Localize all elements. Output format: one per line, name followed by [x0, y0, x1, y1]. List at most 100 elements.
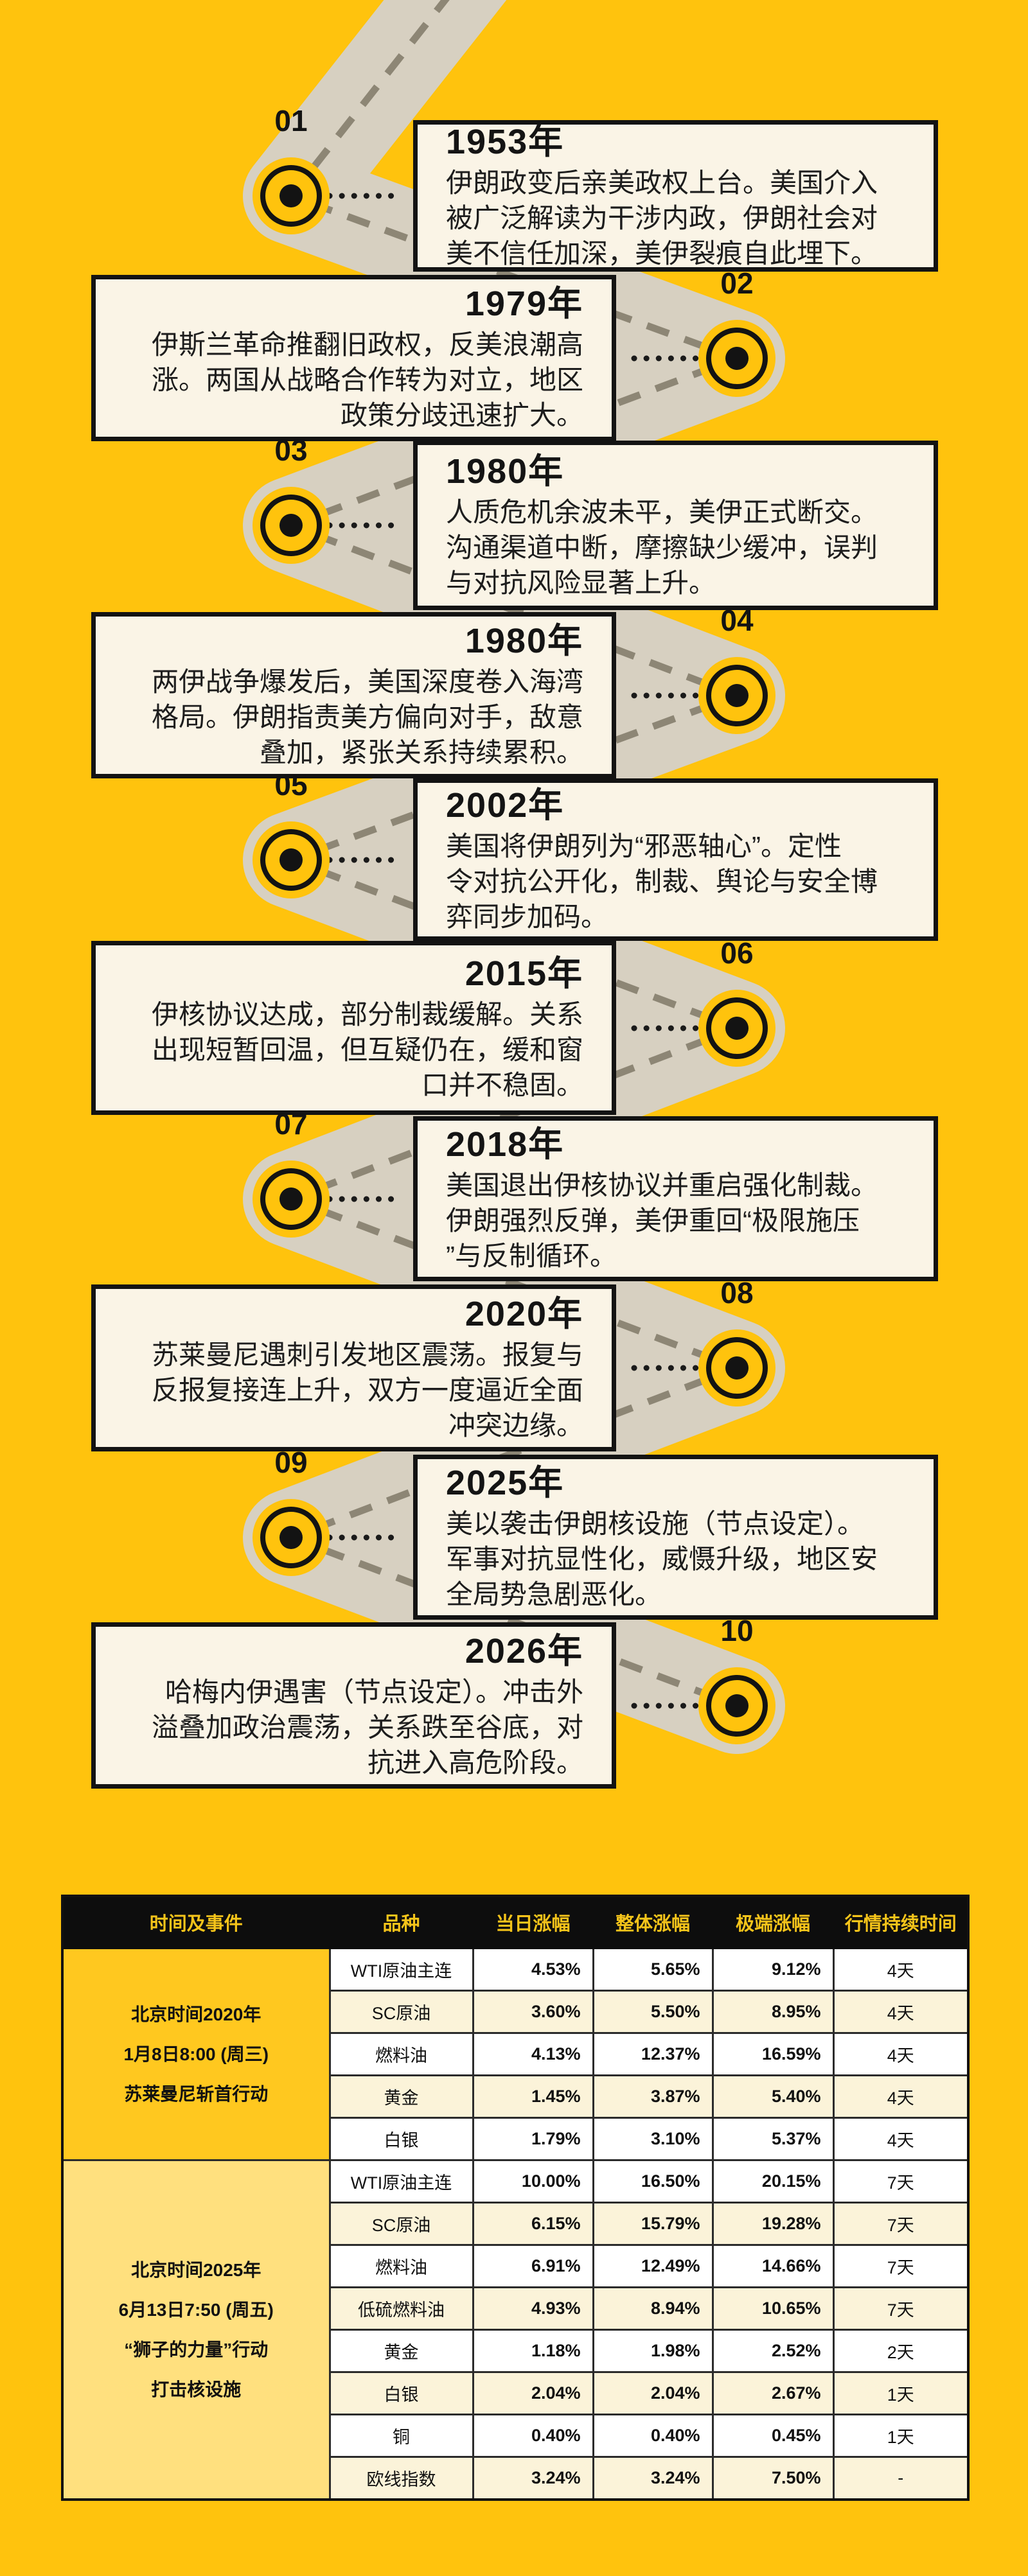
product-cell: SC原油	[328, 1990, 474, 2034]
product-cell: 白银	[328, 2117, 474, 2161]
node-halo	[253, 157, 330, 234]
product-cell: SC原油	[328, 2202, 474, 2246]
product-cell: 欧线指数	[328, 2456, 474, 2501]
column-header: 当日涨幅	[472, 1895, 594, 1949]
node-number: 01	[274, 104, 308, 137]
product-cell: 黄金	[328, 2329, 474, 2373]
column-header: 品种	[328, 1895, 474, 1949]
node-number: 05	[274, 768, 308, 802]
overall-change-cell: 15.79%	[592, 2202, 714, 2246]
node-halo	[698, 1667, 775, 1744]
overall-change-cell: 5.65%	[592, 1947, 714, 1992]
product-cell: 白银	[328, 2371, 474, 2415]
node-ring-icon	[706, 328, 768, 389]
node-dot-icon	[725, 347, 749, 370]
event-description: 伊斯兰革命推翻旧政权，反美浪潮高 涨。两国从战略合作转为对立，地区 政策分歧迅速…	[151, 329, 583, 430]
event-year: 2018年	[446, 1125, 565, 1164]
event-description: 哈梅内伊遇害（节点设定）。冲击外 溢叠加政治震荡，关系跌至谷底，对 抗进入高危阶…	[151, 1677, 583, 1778]
overall-change-cell: 3.10%	[592, 2117, 714, 2161]
day-change-cell: 4.13%	[472, 2032, 594, 2076]
node-ring-icon	[260, 1168, 322, 1230]
event-group-label-line: 北京时间2025年	[131, 2259, 261, 2280]
day-change-cell: 3.24%	[472, 2456, 594, 2501]
timeline-card: 1980年 人质危机余波未平，美伊正式断交。 沟通渠道中断，摩擦缺少缓冲，误判 …	[413, 441, 938, 610]
event-group-label: 北京时间2025年 6月13日7:50 (周五) “狮子的力量”行动打击核设施	[61, 2159, 331, 2501]
extreme-change-cell: 5.40%	[711, 2074, 835, 2119]
node-dot-icon	[279, 1526, 303, 1549]
overall-change-cell: 12.37%	[592, 2032, 714, 2076]
overall-change-cell: 1.98%	[592, 2329, 714, 2373]
node-number: 10	[720, 1614, 754, 1647]
extreme-change-cell: 0.45%	[711, 2414, 835, 2458]
extreme-change-cell: 8.95%	[711, 1990, 835, 2034]
duration-cell: 4天	[832, 1947, 970, 1992]
node-halo	[698, 1329, 775, 1406]
product-cell: WTI原油主连	[328, 1947, 474, 1992]
node-ring-icon	[260, 495, 322, 556]
node-ring-icon	[706, 1675, 768, 1737]
overall-change-cell: 3.87%	[592, 2074, 714, 2119]
extreme-change-cell: 5.37%	[711, 2117, 835, 2161]
day-change-cell: 1.45%	[472, 2074, 594, 2119]
node-dot-icon	[279, 1187, 303, 1211]
event-year: 2020年	[465, 1294, 583, 1333]
product-cell: 燃料油	[328, 2032, 474, 2076]
event-year: 2015年	[465, 954, 583, 993]
node-ring-icon	[260, 1507, 322, 1568]
node-halo	[253, 821, 330, 898]
event-year: 2002年	[446, 786, 565, 825]
node-ring-icon	[706, 997, 768, 1059]
timeline-card: 1979年 伊斯兰革命推翻旧政权，反美浪潮高 涨。两国从战略合作转为对立，地区 …	[91, 275, 616, 441]
event-year: 1980年	[446, 451, 565, 491]
timeline-card: 2018年 美国退出伊核协议并重启强化制裁。 伊朗强烈反弹，美伊重回“极限施压 …	[413, 1116, 938, 1281]
extreme-change-cell: 2.67%	[711, 2371, 835, 2415]
duration-cell: 7天	[832, 2286, 970, 2331]
extreme-change-cell: 20.15%	[711, 2159, 835, 2204]
node-ring-icon	[260, 165, 322, 227]
event-group-label-line: 打击核设施	[151, 2379, 242, 2399]
event-description: 伊朗政变后亲美政权上台。美国介入 被广泛解读为干涉内政，伊朗社会对 美不信任加深…	[446, 167, 878, 268]
day-change-cell: 3.60%	[472, 1990, 594, 2034]
event-year: 2026年	[465, 1632, 583, 1670]
day-change-cell: 1.79%	[472, 2117, 594, 2161]
node-ring-icon	[706, 1337, 768, 1399]
event-description: 伊核协议达成，部分制裁缓解。关系 出现短暂回温，但互疑仍在，缓和窗 口并不稳固。	[151, 999, 583, 1100]
duration-cell: 1天	[832, 2371, 970, 2415]
day-change-cell: 4.53%	[472, 1947, 594, 1992]
day-change-cell: 6.15%	[472, 2202, 594, 2246]
event-year: 1953年	[446, 122, 565, 161]
node-halo	[698, 320, 775, 397]
event-group-label-line: “狮子的力量”行动	[124, 2339, 269, 2360]
extreme-change-cell: 2.52%	[711, 2329, 835, 2373]
extreme-change-cell: 19.28%	[711, 2202, 835, 2246]
node-number: 09	[274, 1446, 308, 1479]
event-year: 1979年	[465, 285, 583, 323]
timeline-card: 2002年 美国将伊朗列为“邪恶轴心”。定性 令对抗公开化，制裁、舆论与安全博 …	[413, 778, 938, 941]
node-dot-icon	[279, 848, 303, 872]
extreme-change-cell: 14.66%	[711, 2244, 835, 2288]
node-halo	[698, 990, 775, 1067]
product-cell: 燃料油	[328, 2244, 474, 2288]
timeline-card: 1980年 两伊战争爆发后，美国深度卷入海湾 格局。伊朗指责美方偏向对手，敌意 …	[91, 612, 616, 778]
product-cell: WTI原油主连	[328, 2159, 474, 2204]
timeline-card: 1953年 伊朗政变后亲美政权上台。美国介入 被广泛解读为干涉内政，伊朗社会对 …	[413, 120, 938, 272]
event-group-label-line: 6月13日7:50 (周五)	[118, 2299, 274, 2320]
event-description: 两伊战争爆发后，美国深度卷入海湾 格局。伊朗指责美方偏向对手，敌意 叠加，紧张关…	[151, 667, 583, 767]
node-dot-icon	[725, 1694, 749, 1717]
extreme-change-cell: 10.65%	[711, 2286, 835, 2331]
node-number: 03	[274, 434, 308, 467]
event-description: 人质危机余波未平，美伊正式断交。 沟通渠道中断，摩擦缺少缓冲，误判 与对抗风险显…	[446, 496, 878, 598]
event-group-label-line: 苏莱曼尼斩首行动	[124, 2083, 269, 2104]
overall-change-cell: 5.50%	[592, 1990, 714, 2034]
day-change-cell: 1.18%	[472, 2329, 594, 2373]
